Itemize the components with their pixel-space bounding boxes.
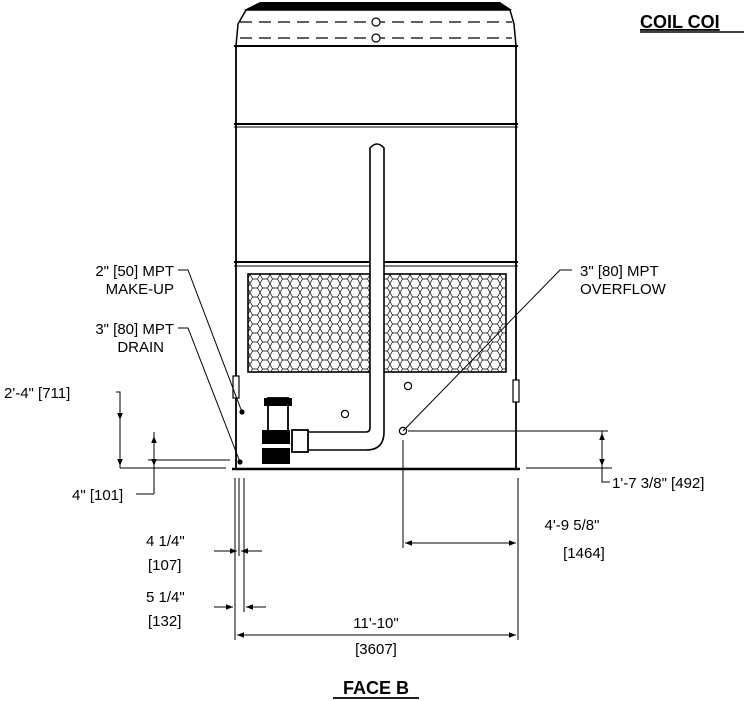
makeup-callout-size: 2" [50] MPT	[95, 263, 174, 280]
pump-assembly	[262, 397, 309, 464]
connection-points	[237, 381, 413, 465]
coil-connections-heading: COIL COI	[640, 12, 720, 32]
face-label: FACE B	[343, 678, 409, 698]
overflow-height-dimension: 1'-7 3/8" [492]	[612, 475, 704, 492]
overall-width-dimension-ft: 11'-10"	[353, 615, 398, 632]
overflow-offset-dimension-mm: [1464]	[563, 545, 605, 562]
overall-width-dimension-mm: [3607]	[355, 641, 397, 658]
unit-casing	[232, 45, 520, 471]
makeup-offset-dimension-mm: [107]	[148, 557, 181, 574]
fan-cowl	[235, 2, 517, 47]
drain-offset-dimension-mm: [132]	[148, 613, 181, 630]
makeup-offset-dimension-in: 4 1/4"	[146, 533, 185, 550]
dimension-lines	[116, 391, 612, 640]
riser-pipe	[299, 143, 385, 451]
makeup-height-dimension: 2'-4" [711]	[4, 385, 70, 402]
leader-lines	[178, 269, 572, 463]
drain-offset-dimension-in: 5 1/4"	[146, 589, 185, 606]
makeup-callout-name: MAKE-UP	[106, 281, 174, 298]
overflow-offset-dimension-ft: 4'-9 5/8"	[545, 517, 600, 534]
drain-height-dimension: 4" [101]	[72, 487, 123, 504]
drain-callout-name: DRAIN	[117, 339, 164, 356]
overflow-callout-name: OVERFLOW	[580, 281, 667, 298]
drain-callout-size: 3" [80] MPT	[95, 321, 174, 338]
overflow-callout-size: 3" [80] MPT	[580, 263, 659, 280]
